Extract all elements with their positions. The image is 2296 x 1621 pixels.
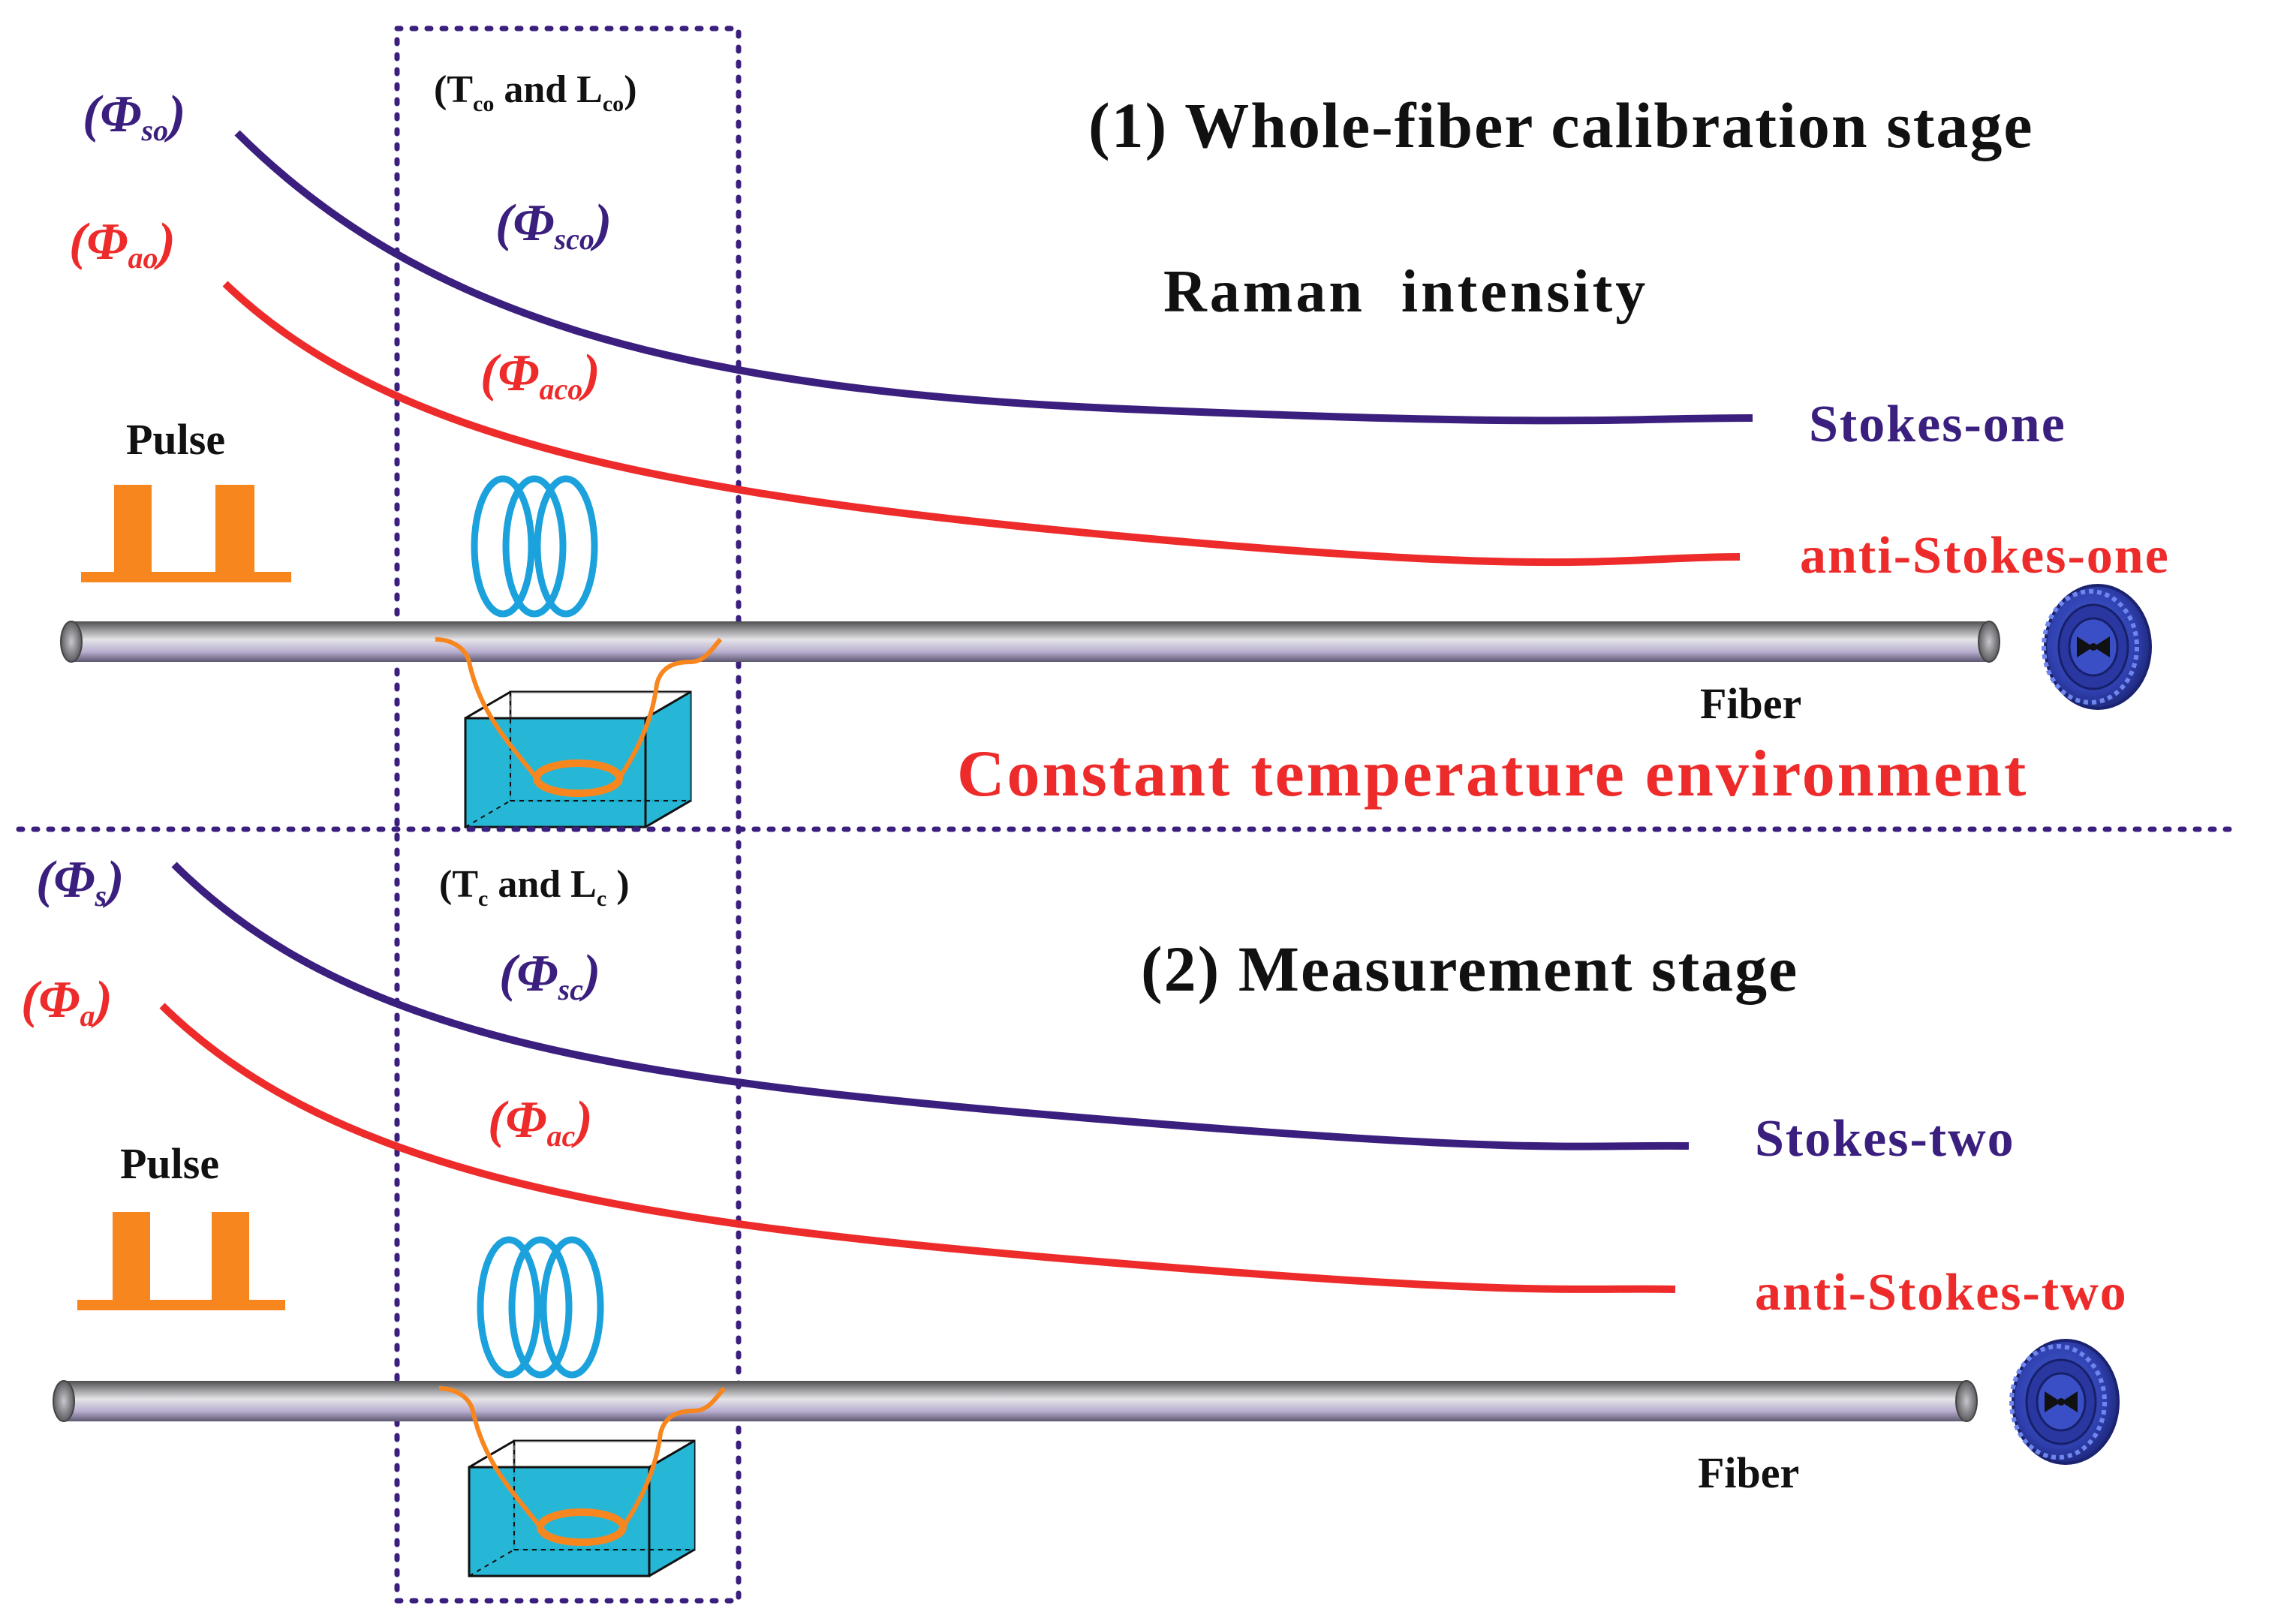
stage1-anti-stokes-curve xyxy=(222,281,1741,567)
stage2-anti-stokes-curve xyxy=(159,1003,1676,1293)
stage1-stokes-label: Stokes-one xyxy=(1809,395,2066,453)
stage1-stokes-curve xyxy=(234,130,1753,425)
stage2-phi-ac-label: (Φac) xyxy=(488,1091,593,1153)
stage2-fiber xyxy=(53,1380,1978,1422)
stage1-pulse-signal xyxy=(81,485,291,582)
stage1-pulse-label: Pulse xyxy=(126,415,225,464)
stage1-fiber-label: Fiber xyxy=(1700,679,1801,728)
stage2-fiber-label: Fiber xyxy=(1698,1448,1799,1497)
raman-intensity-label: Raman intensity xyxy=(1163,259,1648,325)
stage1-fiber xyxy=(60,621,2000,663)
stage2-box-label: (Tc and Lc ) xyxy=(439,863,630,911)
stage2-pulse-label: Pulse xyxy=(120,1139,219,1188)
stage2-phi-s-label: (Φs) xyxy=(36,851,124,913)
stage2-anti-stokes-label: anti-Stokes-two xyxy=(1755,1264,2128,1322)
stage2-pulse-signal xyxy=(77,1212,285,1310)
stage2-fiber-coil xyxy=(480,1240,600,1375)
stage2-stokes-curve xyxy=(171,862,1690,1150)
constant-temperature-label: Constant temperature environment xyxy=(957,738,2028,810)
calibration-section-box xyxy=(394,26,742,1604)
stage1-fiber-coil xyxy=(474,479,594,614)
stage1: (Tco and Lco) (1) Whole-fiber calibratio… xyxy=(60,26,2170,1604)
stage1-phi-a-label: (Φao) xyxy=(69,213,176,275)
stage1-phi-s-label: (Φso) xyxy=(83,86,185,147)
stage2-title: (2) Measurement stage xyxy=(1141,933,1798,1005)
stage1-anti-stokes-label: anti-Stokes-one xyxy=(1800,527,2170,585)
stage1-temperature-bath xyxy=(435,639,721,827)
stage1-phi-sc-label: (Φsco) xyxy=(495,194,612,256)
stage2-fiber-spool-icon xyxy=(2012,1340,2118,1463)
stage2-stokes-label: Stokes-two xyxy=(1755,1110,2015,1168)
stage1-phi-ac-label: (Φaco) xyxy=(480,344,600,406)
stage1-box-label: (Tco and Lco) xyxy=(434,68,637,116)
stage2-phi-sc-label: (Φsc) xyxy=(499,945,600,1006)
stage2-phi-a-label: (Φa) xyxy=(21,971,113,1033)
stage2: (Tc and Lc ) (2) Measurement stage (Φs) … xyxy=(21,851,2128,1576)
stage1-fiber-spool-icon xyxy=(2044,585,2150,708)
stage1-title: (1) Whole-fiber calibration stage xyxy=(1088,89,2034,161)
